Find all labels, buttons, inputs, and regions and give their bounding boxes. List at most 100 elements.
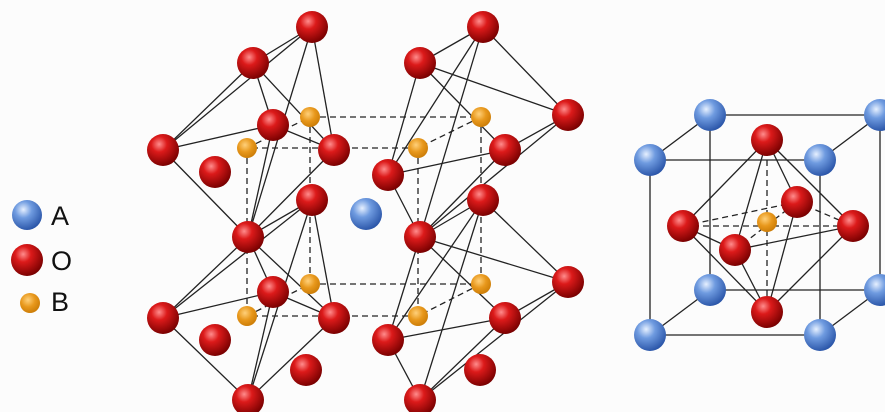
bond-line [419,281,569,401]
oxygen-atom [781,186,813,218]
oxygen-atom [404,221,436,253]
oxygen-atom [464,354,496,386]
bond-line [682,225,768,313]
b-site-atom [300,274,320,294]
bond-line [162,62,254,151]
oxygen-atom [467,184,499,216]
bond-line [311,199,335,319]
bond-line [419,236,506,319]
a-site-atom [804,319,836,351]
oxygen-atom [489,134,521,166]
oxygen-atom [147,302,179,334]
bond-line [311,26,335,151]
oxygen-atom [296,11,328,43]
b-site-atom [408,306,428,326]
bond-line [682,139,768,227]
bond-line [766,225,854,313]
b-cell-edge-dashed [682,201,798,227]
bond-line [162,199,313,319]
b-site-atom [757,212,777,232]
oxygen-atom [552,99,584,131]
oxygen-atom [199,324,231,356]
a-site-atom [804,144,836,176]
bond-line [419,149,506,238]
b-cell-edge-dashed [417,116,482,149]
oxygen-atom [372,324,404,356]
bond-line [387,62,421,176]
legend-label-a: A [51,201,69,231]
bond-line [247,124,274,238]
legend-marker-b [20,293,40,313]
a-site-atom [350,198,382,230]
bond-line [387,199,484,341]
bond-line [419,236,569,283]
b-site-atom [471,107,491,127]
b-site-atom [300,107,320,127]
oxygen-atom [751,296,783,328]
oxygen-atom [489,302,521,334]
oxygen-atom [751,124,783,156]
oxygen-atom [147,134,179,166]
bond-lines [162,26,881,401]
bond-line [247,291,274,401]
a-site-atom [634,319,666,351]
bond-line [419,199,484,401]
bond-line [252,62,335,151]
b-site-atom [237,306,257,326]
oxygen-atom [318,134,350,166]
oxygen-atom [318,302,350,334]
b-cell-edge-dashed [417,283,482,317]
legend-marker-a [12,200,42,230]
a-site-atom [864,274,885,306]
bond-line [162,124,274,151]
a-site-atom [694,99,726,131]
oxygen-atom [404,47,436,79]
legend-label-b: B [51,287,69,317]
a-site-atom [864,99,885,131]
atoms [147,11,885,412]
bond-line [734,225,854,251]
bond-line [419,62,506,151]
oxygen-atom [372,159,404,191]
oxygen-atom [237,47,269,79]
legend: A O B [11,200,72,317]
bond-line [162,291,274,319]
bond-line [734,139,768,251]
bond-line [387,317,506,341]
oxygen-atom [232,384,264,412]
bond-line [162,26,313,151]
bond-line [387,236,421,341]
oxygen-atom [232,221,264,253]
bond-line [419,317,506,401]
a-site-atom [694,274,726,306]
legend-label-o: O [51,246,72,276]
bond-line [247,149,335,238]
oxygen-atom [719,234,751,266]
a-site-atom [634,144,666,176]
oxygen-atom [257,109,289,141]
b-site-atom [408,138,428,158]
bond-line [482,26,569,116]
bond-line [387,149,506,176]
bond-line [247,317,335,401]
oxygen-atom [467,11,499,43]
b-site-atom [471,274,491,294]
legend-marker-o [11,244,43,276]
bond-line [247,236,335,319]
bond-line [419,62,569,116]
oxygen-atom [257,276,289,308]
bond-line [482,199,569,283]
oxygen-atom [290,354,322,386]
oxygen-atom [199,156,231,188]
bond-line [162,317,249,401]
b-site-atom [237,138,257,158]
oxygen-atom [296,184,328,216]
oxygen-atom [552,266,584,298]
bond-line [162,236,249,319]
bond-line [419,114,569,238]
oxygen-atom [404,384,436,412]
bond-line [162,149,249,238]
oxygen-atom [837,210,869,242]
